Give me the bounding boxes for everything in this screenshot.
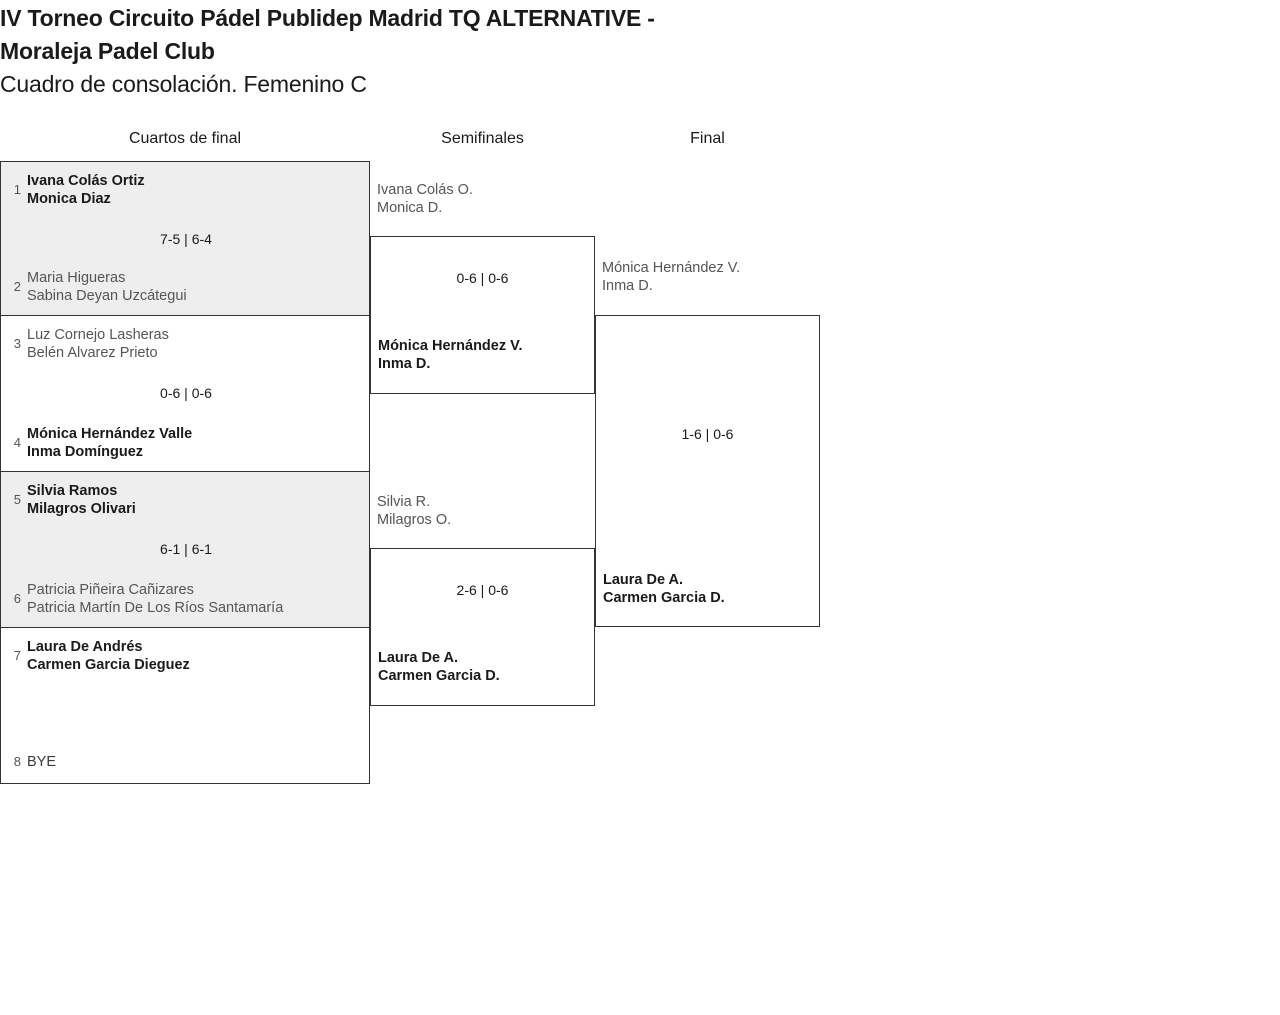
round-header-quarterfinals: Cuartos de final — [128, 130, 242, 147]
match-slot-top[interactable]: 7 Laura De Andrés Carmen Garcia Dieguez — [1, 638, 371, 674]
quarterfinal-match-4[interactable]: 7 Laura De Andrés Carmen Garcia Dieguez … — [0, 628, 370, 784]
semifinal-1-top-team: Ivana Colás O. Monica D. — [377, 182, 473, 216]
round-header-final: Final — [690, 130, 725, 147]
tournament-title-line1: IV Torneo Circuito Pádel Publidep Madrid… — [0, 5, 655, 31]
match-score: 0-6 | 0-6 — [160, 385, 212, 401]
match-slot-bottom[interactable]: 6 Patricia Piñeira Cañizares Patricia Ma… — [1, 581, 371, 617]
team-name: Maria Higueras Sabina Deyan Uzcátegui — [27, 270, 187, 304]
team-name: Silvia Ramos Milagros Olivari — [27, 483, 136, 517]
semifinal-1-bottom-team: Mónica Hernández V. Inma D. — [378, 338, 523, 372]
match-slot-bottom[interactable]: 2 Maria Higueras Sabina Deyan Uzcátegui — [1, 269, 371, 305]
seed-number: 2 — [13, 279, 21, 294]
match-slot-bottom[interactable]: 4 Mónica Hernández Valle Inma Domínguez — [1, 425, 371, 461]
match-slot-top[interactable]: 3 Luz Cornejo Lasheras Belén Alvarez Pri… — [1, 326, 371, 362]
seed-number: 1 — [13, 182, 21, 197]
match-score: 0-6 | 0-6 — [456, 270, 509, 286]
semifinal-match-1[interactable]: 0-6 | 0-6 Mónica Hernández V. Inma D. — [370, 236, 595, 394]
final-top-team: Mónica Hernández V. Inma D. — [602, 260, 741, 294]
semifinal-2-top-team: Silvia R. Milagros O. — [377, 494, 452, 528]
match-score: 1-6 | 0-6 — [681, 426, 734, 442]
match-score: 7-5 | 6-4 — [160, 231, 212, 247]
tournament-title-line2: Moraleja Padel Club — [0, 38, 215, 64]
match-slot-top[interactable]: 1 Ivana Colás Ortiz Monica Diaz — [1, 172, 371, 208]
quarterfinal-match-1[interactable]: 1 Ivana Colás Ortiz Monica Diaz 7-5 | 6-… — [0, 161, 370, 316]
match-slot-bottom[interactable]: 8 BYE — [1, 753, 371, 771]
round-header-semifinals: Semifinales — [441, 130, 524, 147]
team-name: Ivana Colás Ortiz Monica Diaz — [27, 173, 145, 207]
seed-number: 5 — [13, 492, 21, 507]
seed-number: 7 — [13, 648, 21, 663]
seed-number: 3 — [13, 336, 21, 351]
semifinal-match-2[interactable]: 2-6 | 0-6 Laura De A. Carmen Garcia D. — [370, 548, 595, 706]
match-score: 6-1 | 6-1 — [160, 541, 212, 557]
seed-number: 4 — [13, 435, 21, 450]
final-bottom-team: Laura De A. Carmen Garcia D. — [603, 572, 725, 606]
final-match[interactable]: 1-6 | 0-6 Laura De A. Carmen Garcia D. — [595, 315, 820, 627]
quarterfinal-match-3[interactable]: 5 Silvia Ramos Milagros Olivari 6-1 | 6-… — [0, 472, 370, 628]
draw-subtitle: Cuadro de consolación. Femenino C — [0, 71, 367, 97]
semifinal-2-bottom-team: Laura De A. Carmen Garcia D. — [378, 650, 500, 684]
seed-number: 8 — [13, 754, 21, 769]
team-name: Patricia Piñeira Cañizares Patricia Mart… — [27, 582, 284, 616]
team-name: Laura De Andrés Carmen Garcia Dieguez — [27, 639, 190, 673]
team-name: Luz Cornejo Lasheras Belén Alvarez Priet… — [27, 327, 169, 361]
team-name: BYE — [27, 754, 57, 770]
team-name: Mónica Hernández Valle Inma Domínguez — [27, 426, 193, 460]
seed-number: 6 — [13, 591, 21, 606]
match-score: 2-6 | 0-6 — [456, 582, 509, 598]
page-title: IV Torneo Circuito Pádel Publidep Madrid… — [0, 2, 840, 101]
quarterfinal-match-2[interactable]: 3 Luz Cornejo Lasheras Belén Alvarez Pri… — [0, 316, 370, 472]
match-slot-top[interactable]: 5 Silvia Ramos Milagros Olivari — [1, 482, 371, 518]
